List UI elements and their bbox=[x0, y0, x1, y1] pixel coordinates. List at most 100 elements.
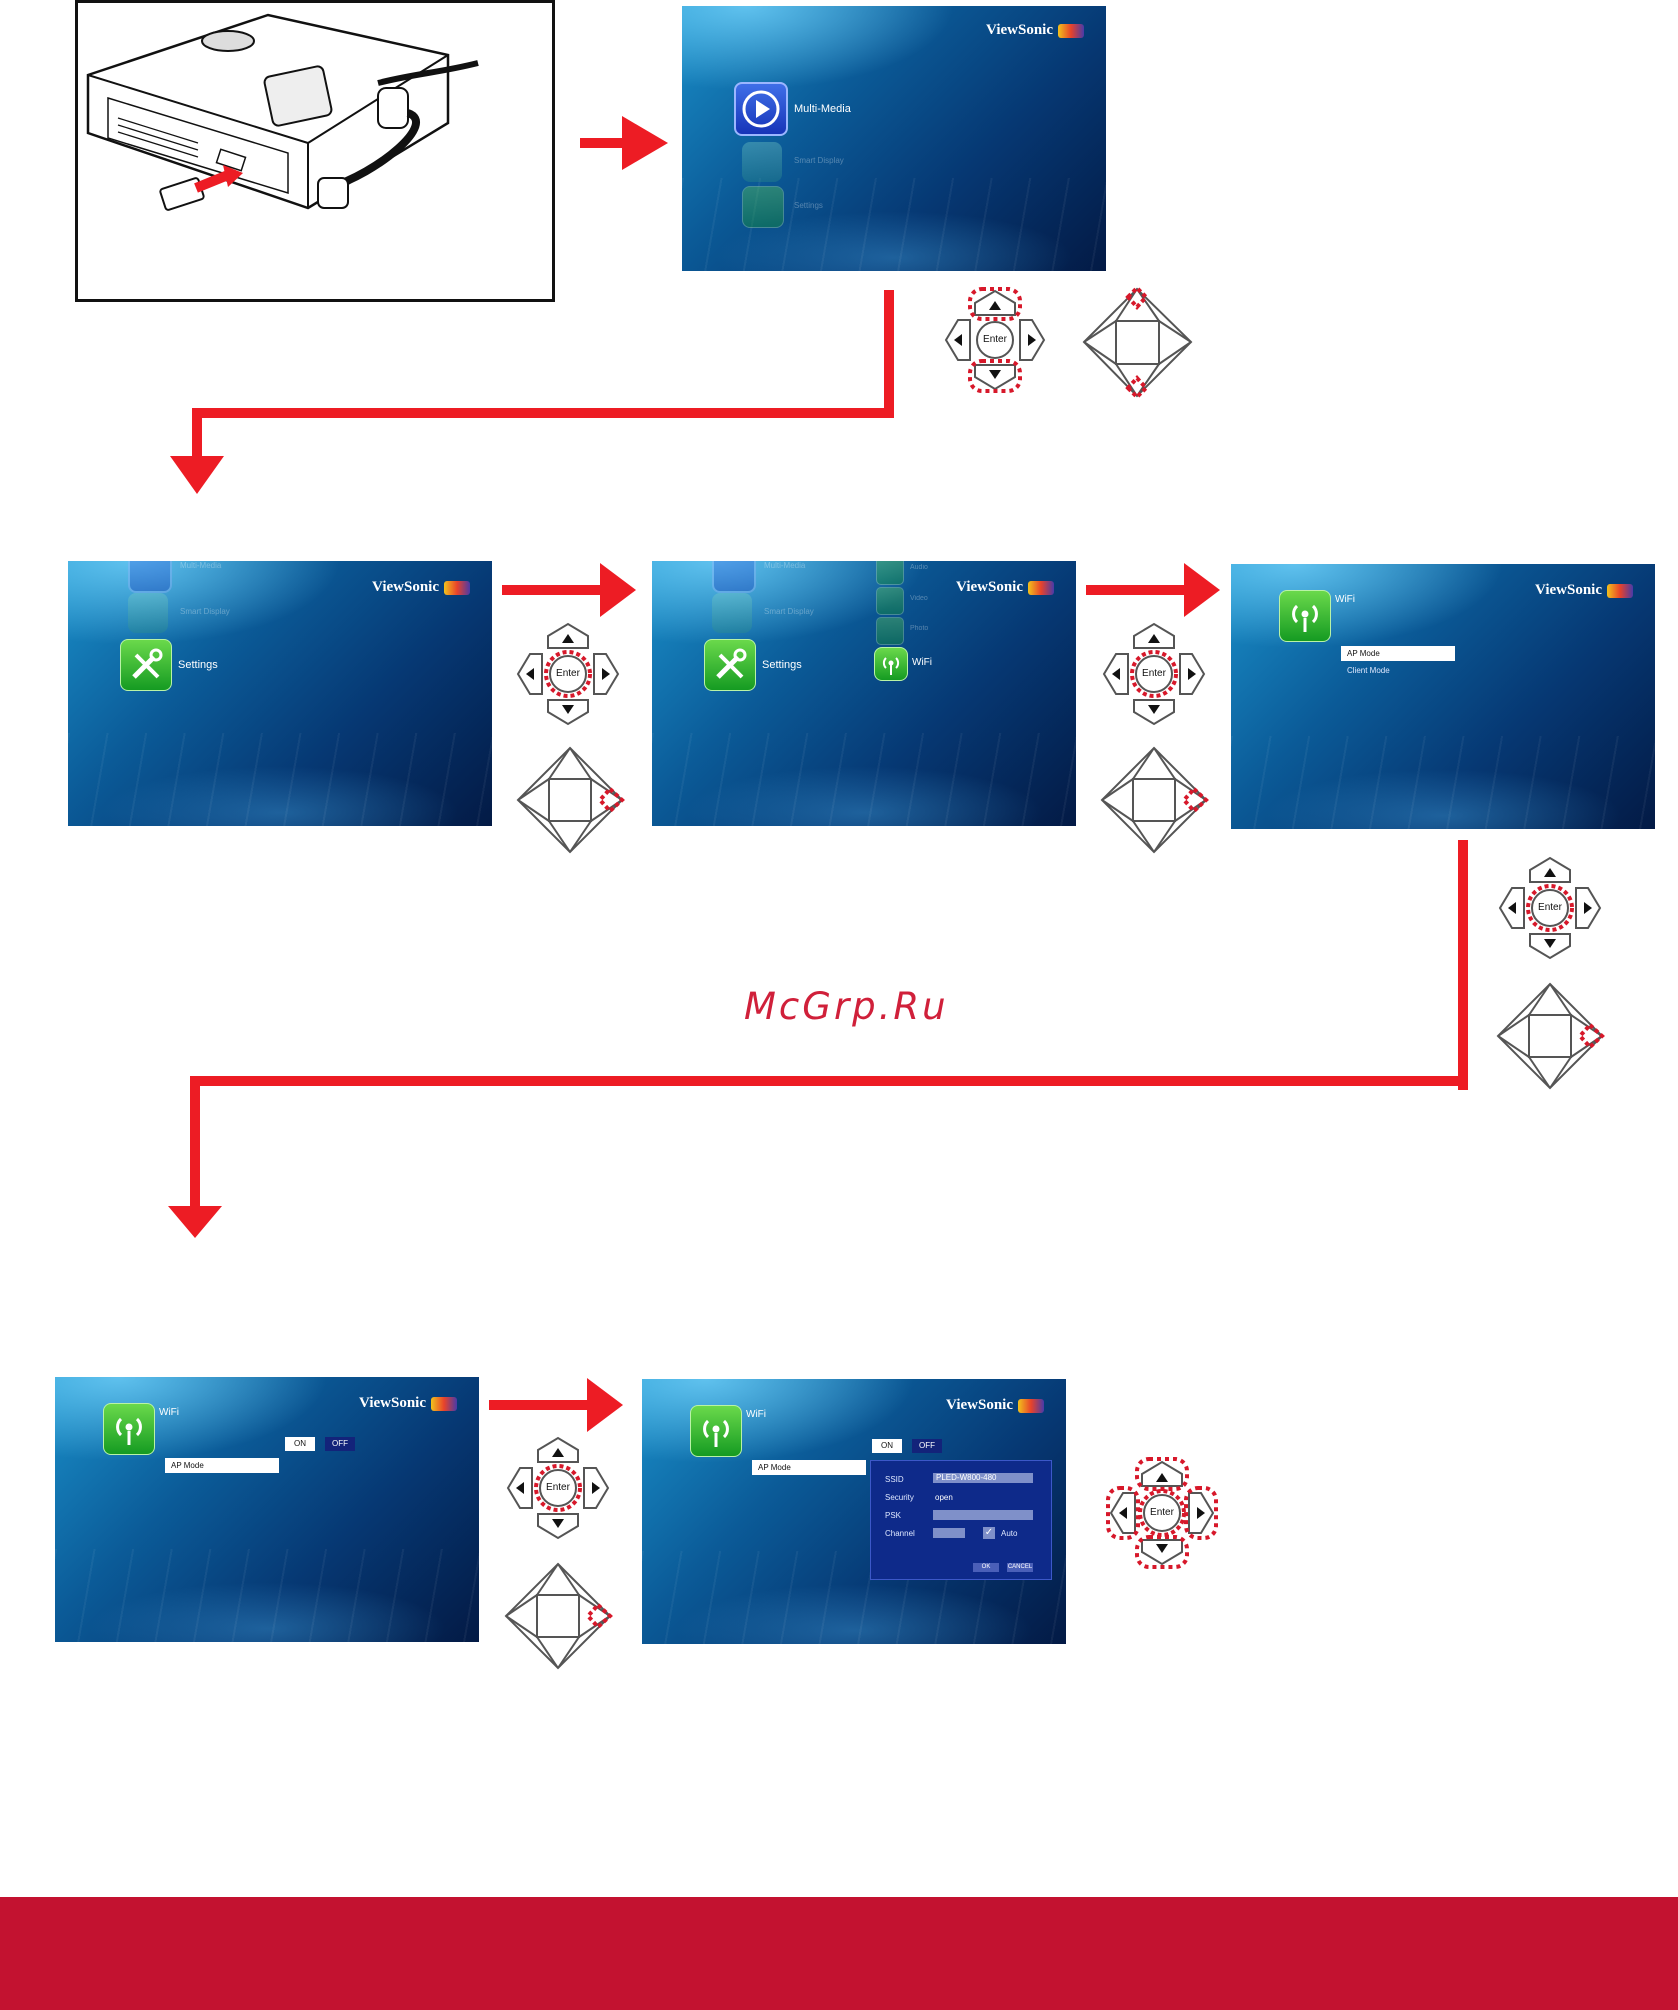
menu-label-settings: Settings bbox=[794, 201, 823, 210]
viewsonic-birds-icon bbox=[1028, 580, 1054, 595]
auto-label: Auto bbox=[1001, 1529, 1018, 1538]
ap-config-panel: SSID PLED-W800-480 Security open PSK Cha… bbox=[870, 1460, 1052, 1580]
enter-button[interactable]: Enter bbox=[1150, 1507, 1174, 1518]
multimedia-icon[interactable] bbox=[712, 561, 756, 593]
off-button[interactable]: OFF bbox=[325, 1437, 355, 1451]
projector-drawing bbox=[86, 13, 479, 211]
menu-label-multimedia: Multi-Media bbox=[180, 561, 222, 570]
remote-diamond-5 bbox=[502, 1560, 614, 1672]
screen-settings-submenu: ViewSonic Multi-Media Smart Display Sett… bbox=[652, 561, 1076, 826]
connector-horizontal-2 bbox=[190, 1076, 1468, 1086]
smart-display-icon[interactable] bbox=[128, 593, 168, 633]
screen-wifi-mode: ViewSonic WiFi AP Mode Client Mode bbox=[1231, 564, 1655, 829]
projector-illustration bbox=[75, 0, 555, 302]
submenu-label-photo: Photo bbox=[910, 625, 929, 632]
cancel-button[interactable]: CANCEL bbox=[1007, 1563, 1033, 1572]
viewsonic-logo: ViewSonic bbox=[986, 22, 1084, 39]
psk-field[interactable] bbox=[933, 1510, 1033, 1520]
enter-button[interactable]: Enter bbox=[983, 334, 1007, 345]
ap-mode-option[interactable]: AP Mode bbox=[752, 1460, 866, 1475]
remote-diamond-1 bbox=[1080, 285, 1195, 400]
remote-round-4: Enter bbox=[1494, 852, 1606, 964]
arrow-shaft-1 bbox=[580, 138, 624, 148]
remote-diamond-4 bbox=[1494, 980, 1606, 1092]
settings-icon[interactable] bbox=[704, 639, 756, 691]
screen-main-menu: ViewSonic Multi-Media Smart Display Sett… bbox=[682, 6, 1106, 271]
screen-floor-texture bbox=[1231, 736, 1655, 829]
screen-settings-highlight: ViewSonic Multi-Media Smart Display Sett… bbox=[68, 561, 492, 826]
wifi-title: WiFi bbox=[159, 1407, 179, 1418]
screen-ap-mode-config: ViewSonic WiFi ON OFF AP Mode SSID PLED-… bbox=[642, 1379, 1066, 1644]
viewsonic-logo: ViewSonic bbox=[1535, 582, 1633, 599]
watermark-text: McGrp.Ru bbox=[744, 985, 949, 1028]
submenu-label-audio: Audio bbox=[910, 564, 928, 571]
arrow-head-down-2 bbox=[168, 1206, 222, 1238]
viewsonic-logo: ViewSonic bbox=[956, 579, 1054, 596]
channel-field[interactable] bbox=[933, 1528, 965, 1538]
arrow-shaft-2 bbox=[502, 585, 602, 595]
arrow-head-right-2 bbox=[600, 563, 636, 617]
footer-band bbox=[0, 1897, 1678, 2010]
menu-label-settings: Settings bbox=[762, 659, 802, 671]
audio-icon[interactable] bbox=[876, 561, 904, 585]
ok-button[interactable]: OK bbox=[973, 1563, 999, 1572]
screen-floor-texture bbox=[682, 178, 1106, 271]
wifi-title: WiFi bbox=[746, 1409, 766, 1420]
off-button[interactable]: OFF bbox=[912, 1439, 942, 1453]
arrow-head-right-1 bbox=[622, 116, 668, 170]
connector-vertical-2 bbox=[1458, 840, 1468, 1090]
settings-icon[interactable] bbox=[120, 639, 172, 691]
ap-mode-option[interactable]: AP Mode bbox=[165, 1458, 279, 1473]
settings-icon[interactable] bbox=[742, 186, 784, 228]
connector-drop-2 bbox=[190, 1076, 200, 1208]
enter-button[interactable]: Enter bbox=[556, 668, 580, 679]
remote-round-3: Enter bbox=[1098, 618, 1210, 730]
menu-label-smart-display: Smart Display bbox=[764, 607, 814, 616]
smart-display-icon[interactable] bbox=[742, 142, 782, 182]
wifi-title: WiFi bbox=[1335, 594, 1355, 605]
auto-checkbox[interactable]: ✓ bbox=[983, 1527, 995, 1539]
on-button[interactable]: ON bbox=[285, 1437, 315, 1451]
connector-horizontal-1 bbox=[192, 408, 894, 418]
viewsonic-logo: ViewSonic bbox=[946, 1397, 1044, 1414]
submenu-label-wifi: WiFi bbox=[912, 657, 932, 668]
ap-mode-option[interactable]: AP Mode bbox=[1341, 646, 1455, 661]
remote-round-1: Enter bbox=[940, 285, 1050, 395]
multimedia-icon[interactable] bbox=[128, 561, 172, 593]
video-icon[interactable] bbox=[876, 587, 904, 615]
enter-button[interactable]: Enter bbox=[546, 1482, 570, 1493]
viewsonic-birds-icon bbox=[1058, 23, 1084, 38]
remote-round-6: Enter bbox=[1104, 1455, 1220, 1571]
security-label: Security bbox=[885, 1493, 914, 1502]
ssid-field[interactable]: PLED-W800-480 bbox=[933, 1473, 1033, 1483]
menu-label-multimedia: Multi-Media bbox=[794, 103, 851, 115]
wifi-icon bbox=[690, 1405, 742, 1457]
viewsonic-birds-icon bbox=[1607, 583, 1633, 598]
screen-floor-texture bbox=[652, 733, 1076, 826]
photo-icon[interactable] bbox=[876, 617, 904, 645]
enter-button[interactable]: Enter bbox=[1538, 902, 1562, 913]
on-button[interactable]: ON bbox=[872, 1439, 902, 1453]
wifi-icon bbox=[1279, 590, 1331, 642]
remote-round-2: Enter bbox=[512, 618, 624, 730]
security-value: open bbox=[935, 1493, 953, 1502]
arrow-shaft-3 bbox=[1086, 585, 1186, 595]
screen-floor-texture bbox=[68, 733, 492, 826]
wifi-icon bbox=[103, 1403, 155, 1455]
menu-label-settings: Settings bbox=[178, 659, 218, 671]
smart-display-icon[interactable] bbox=[712, 593, 752, 633]
arrow-head-right-4 bbox=[587, 1378, 623, 1432]
client-mode-option[interactable]: Client Mode bbox=[1347, 666, 1390, 675]
ssid-label: SSID bbox=[885, 1475, 904, 1484]
connector-drop-1 bbox=[192, 408, 202, 458]
enter-button[interactable]: Enter bbox=[1142, 668, 1166, 679]
multimedia-icon[interactable] bbox=[734, 82, 788, 136]
screen-floor-texture bbox=[55, 1549, 479, 1642]
viewsonic-birds-icon bbox=[431, 1396, 457, 1411]
psk-label: PSK bbox=[885, 1511, 902, 1520]
remote-diamond-3 bbox=[1098, 744, 1210, 856]
channel-label: Channel bbox=[885, 1529, 915, 1538]
wifi-icon[interactable] bbox=[874, 647, 908, 681]
arrow-shaft-4 bbox=[489, 1400, 589, 1410]
menu-label-multimedia: Multi-Media bbox=[764, 561, 806, 570]
